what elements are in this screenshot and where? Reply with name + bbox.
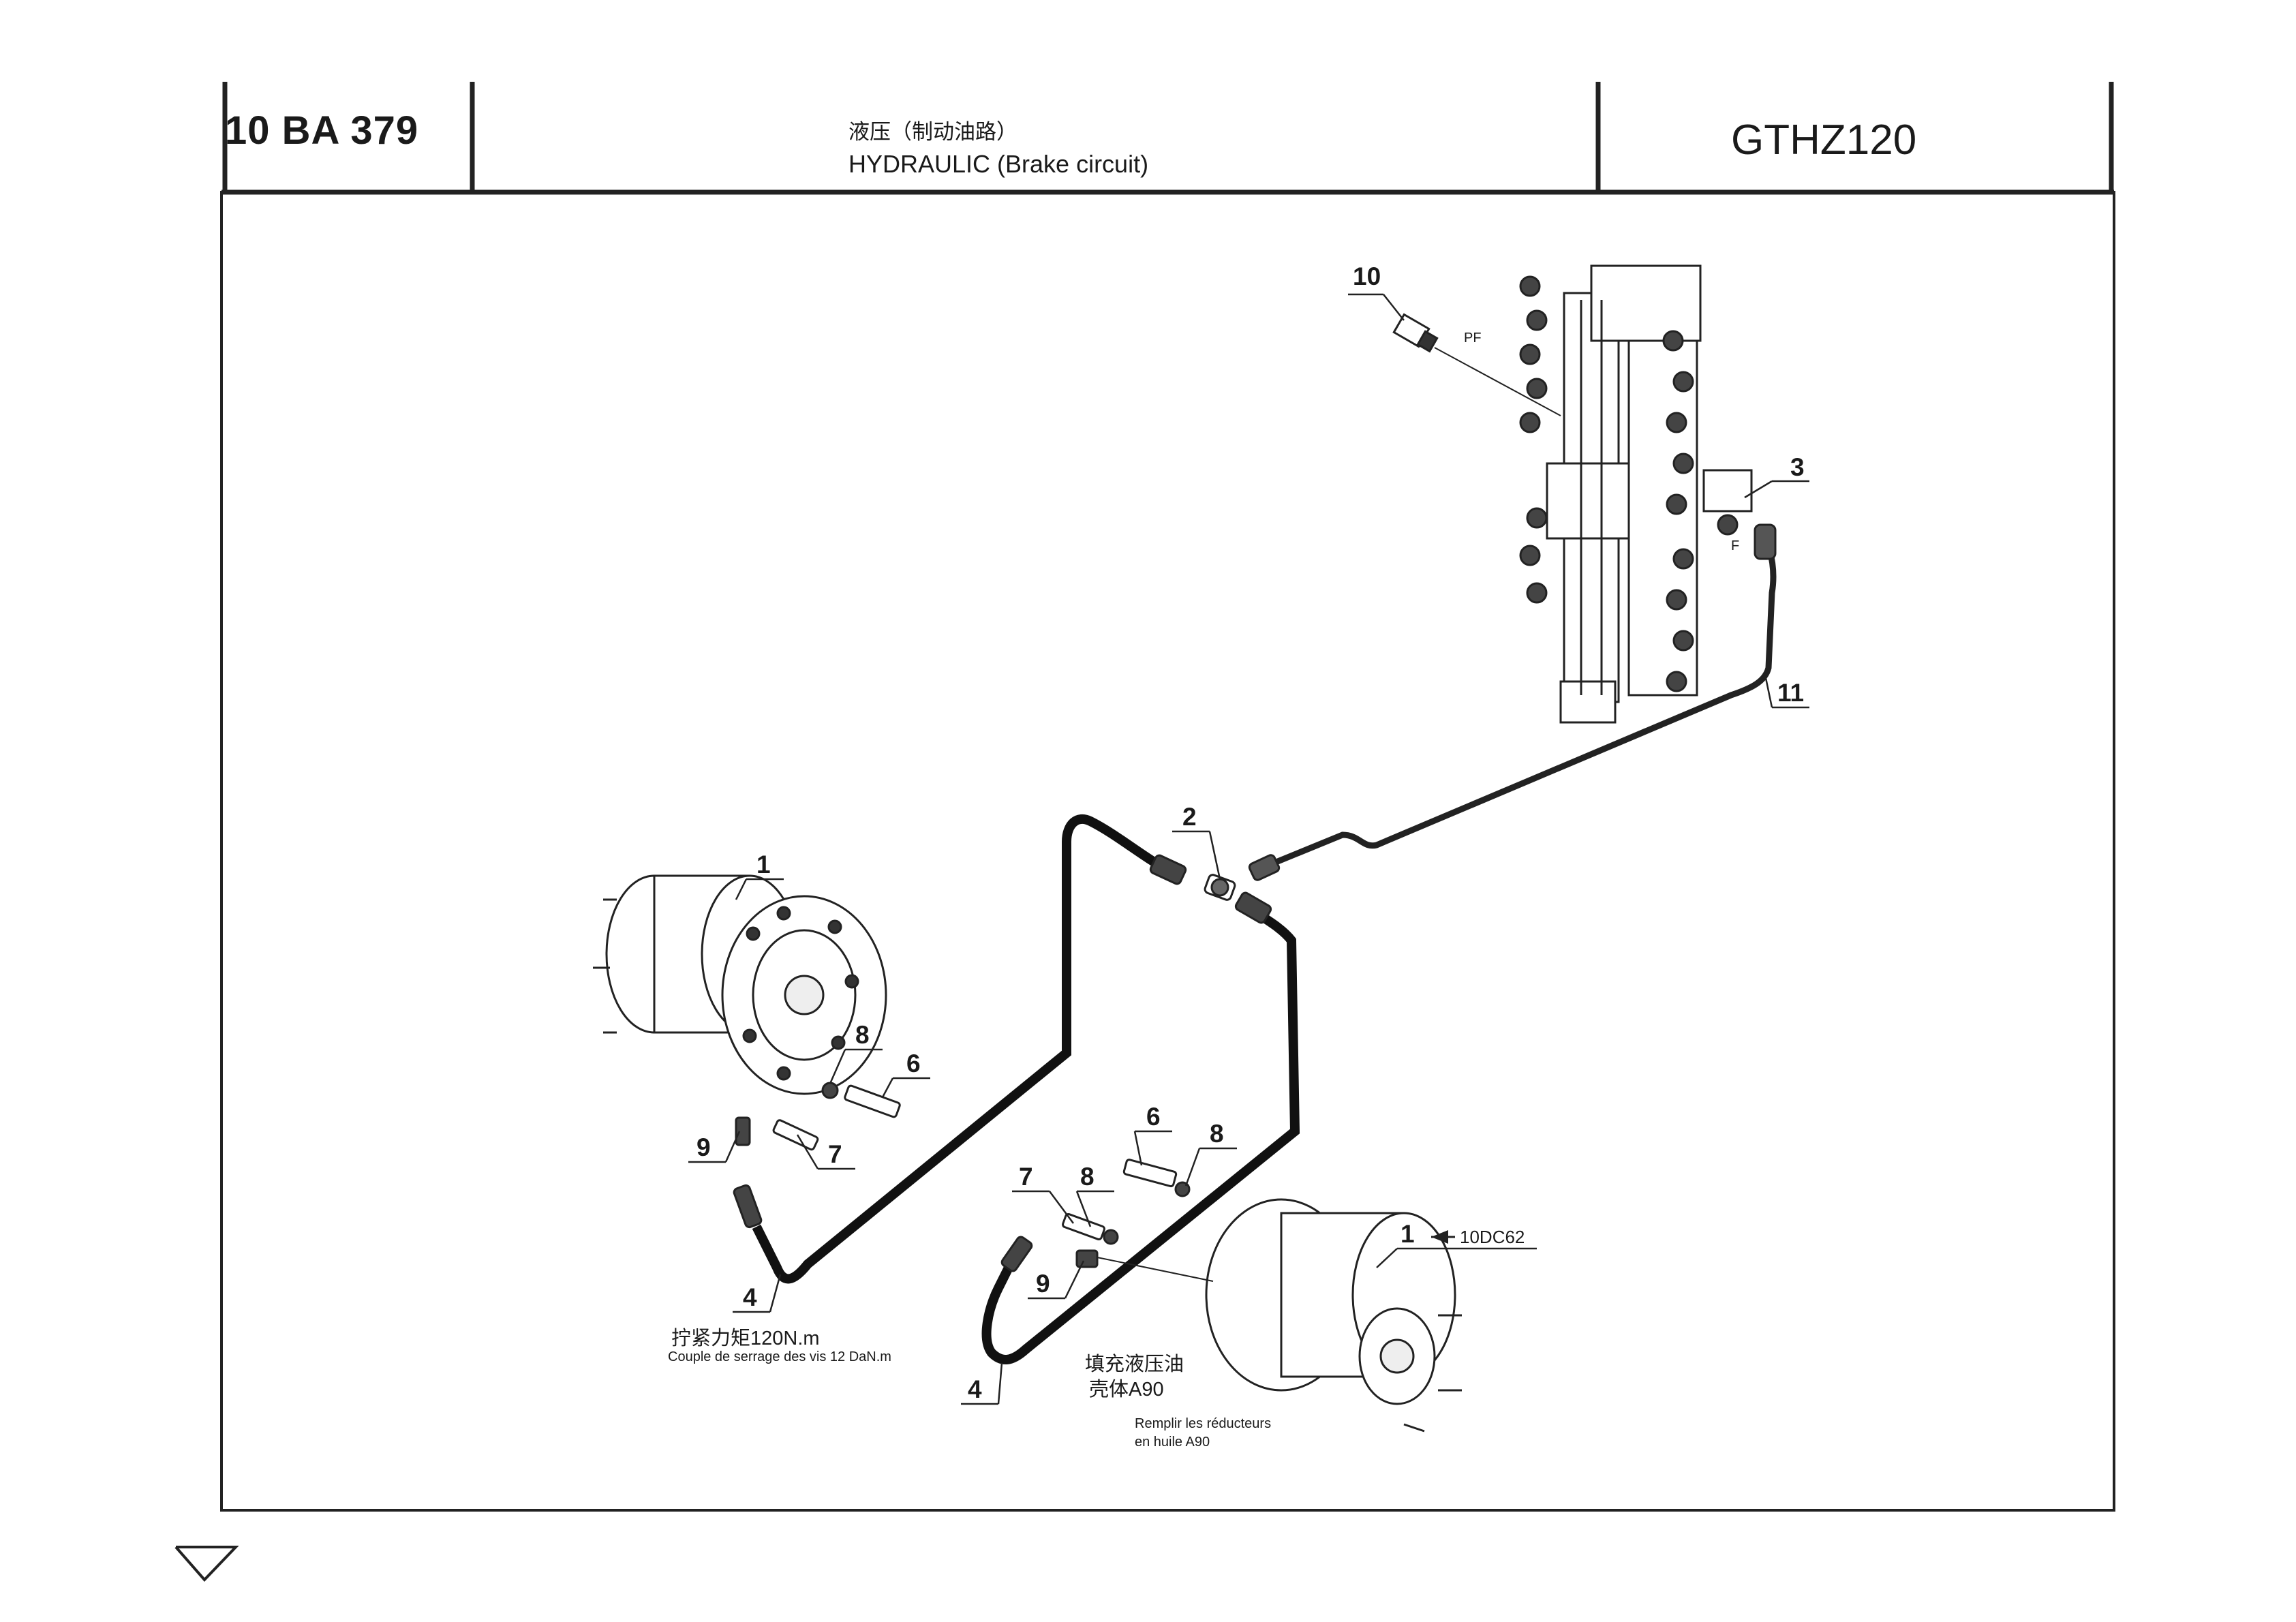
hose-4-second-fitting [1000, 891, 1272, 1272]
hose-4-main [752, 814, 1175, 1284]
port-label-f: F [1731, 538, 1740, 553]
reference-arrow-icon [1431, 1230, 1455, 1244]
callout-4-left: 4 [743, 1283, 757, 1311]
hose-11 [1266, 536, 1777, 869]
fitting-9-left [735, 1116, 751, 1146]
torque-note-french: Couple de serrage des vis 12 DaN.m [668, 1349, 891, 1364]
callout-1-left: 1 [756, 851, 771, 878]
callout-6-right: 6 [1146, 1103, 1161, 1131]
fill-note-chinese-1: 填充液压油 [1085, 1353, 1184, 1375]
hose-4-second [981, 902, 1300, 1364]
bolt-6-left [821, 1082, 901, 1118]
callout-4-right: 4 [968, 1375, 982, 1403]
callout-9-right: 9 [1036, 1270, 1050, 1298]
right-wheel-motor [1205, 1198, 1462, 1433]
hose-4-main-fitting [733, 854, 1187, 1229]
bolt-7-left [772, 1119, 819, 1151]
torque-note-chinese: 拧紧力矩120N.m [671, 1328, 820, 1349]
pressure-switch-fitting [1392, 313, 1561, 416]
reference-code: 10DC62 [1460, 1227, 1525, 1247]
bolt-7-right [1062, 1212, 1119, 1245]
title-english: HYDRAULIC (Brake circuit) [848, 150, 1149, 178]
callout-11: 11 [1777, 679, 1805, 707]
callout-leaders [688, 293, 1809, 1405]
callout-1-right: 1 [1400, 1220, 1415, 1248]
callout-8-left: 8 [855, 1021, 870, 1049]
callout-6-left: 6 [906, 1050, 921, 1077]
model-number: GTHZ120 [1731, 117, 1917, 164]
callout-7-left: 7 [828, 1140, 842, 1168]
hose-11-fitting [1248, 523, 1777, 881]
control-valve-block [1519, 264, 1753, 724]
tee-fitting [1204, 874, 1236, 901]
title-chinese: 液压（制动油路） [848, 120, 1017, 144]
callout-8-right-2: 8 [1080, 1163, 1095, 1191]
fill-note-french-1: Remplir les réducteurs [1135, 1416, 1272, 1431]
frame [220, 82, 2115, 1512]
fill-note-french-2: en huile A90 [1135, 1435, 1210, 1450]
bolt-6-right [1122, 1159, 1191, 1197]
callout-8-right: 8 [1210, 1120, 1224, 1148]
down-arrow-icon[interactable] [174, 1546, 239, 1582]
callout-7-right: 7 [1019, 1163, 1033, 1191]
callout-9-left: 9 [697, 1133, 711, 1161]
callout-3: 3 [1790, 453, 1805, 481]
fill-note-chinese-2: 壳体A90 [1089, 1379, 1164, 1401]
callout-10: 10 [1353, 262, 1381, 290]
document-code: 10 BA 379 [225, 108, 419, 153]
left-wheel-motor [593, 874, 887, 1095]
callout-2: 2 [1182, 803, 1197, 831]
port-label-pf: PF [1464, 331, 1482, 346]
